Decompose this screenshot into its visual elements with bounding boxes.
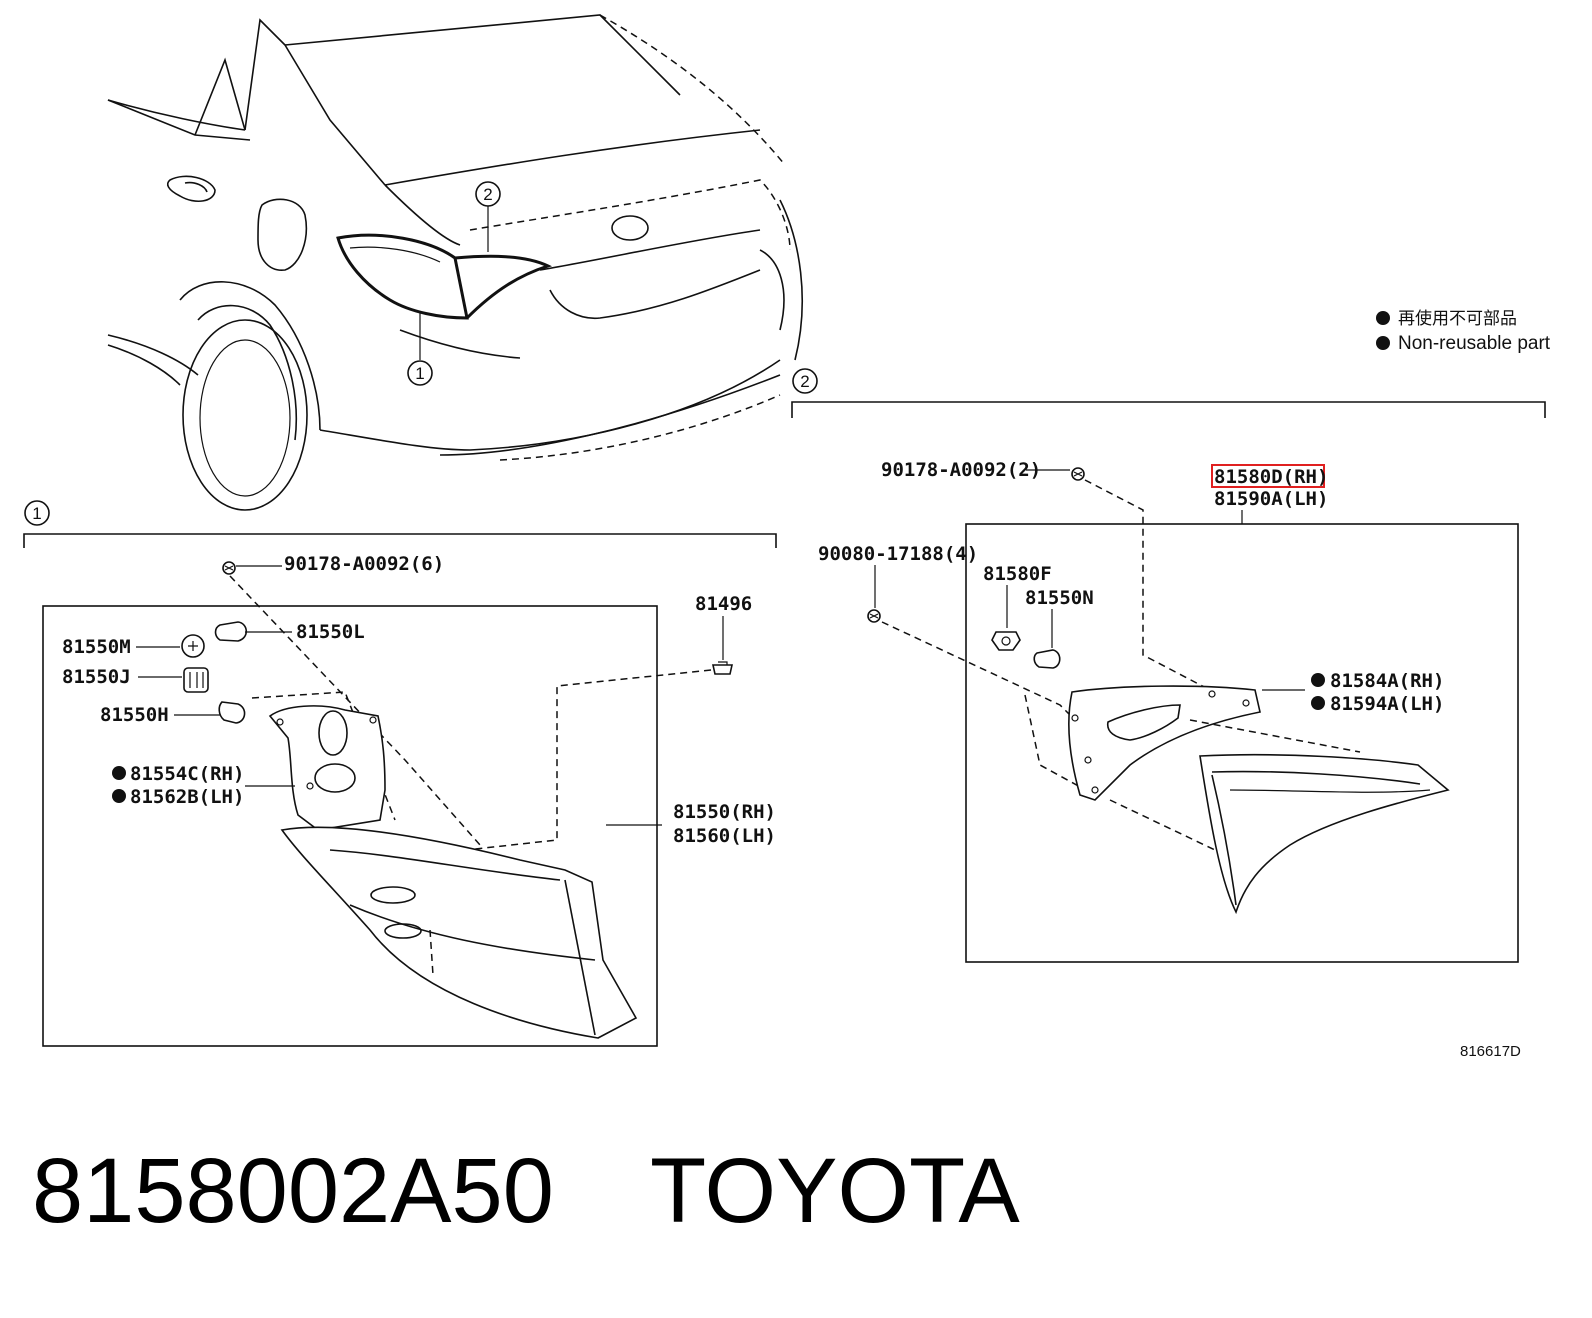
group-1-outer-lamp: 1 90178-A0092(6) 81550M 81550L 81550J (23, 500, 777, 1047)
socket-icon (991, 631, 1021, 651)
screw-icon (867, 609, 881, 623)
label-81496: 81496 (695, 593, 752, 615)
label-81562b: 81562B(LH) (130, 786, 244, 808)
label-81550m: 81550M (62, 636, 131, 658)
label-81550: 81550(RH) (673, 801, 776, 823)
label-81550h: 81550H (100, 704, 169, 726)
label-81580f: 81580F (983, 563, 1052, 585)
group-2-inner-lamp: 2 90178-A0092(2) 81580D(RH) 81590A(LH) 9… (791, 368, 1546, 963)
label-81550l: 81550L (296, 621, 365, 643)
label-81594a: 81594A(LH) (1330, 693, 1444, 715)
outer-tail-lamp-icon (280, 826, 638, 1039)
label-90080-17188-4: 90080-17188(4) (818, 543, 978, 565)
label-81590a: 81590A(LH) (1214, 488, 1328, 510)
bulb-icon (214, 621, 248, 642)
legend-en: Non-reusable part (1398, 333, 1551, 354)
gasket-plate-icon (268, 705, 386, 831)
bulb-icon (218, 701, 246, 724)
callout-2-group: 2 (800, 372, 809, 391)
label-81554c: 81554C(RH) (130, 763, 244, 785)
socket-icon (181, 634, 205, 658)
clip-icon (712, 661, 733, 675)
socket-icon (183, 667, 209, 693)
car-rear-illustration: 2 1 (107, 14, 803, 511)
label-90178-a0092-6: 90178-A0092(6) (284, 553, 444, 575)
footer-brand: TOYOTA (650, 1140, 1020, 1242)
legend-jp: 再使用不可部品 (1398, 308, 1517, 328)
screw-icon (1071, 467, 1085, 481)
label-81550n: 81550N (1025, 587, 1094, 609)
label-90178-a0092-2: 90178-A0092(2) (881, 459, 1041, 481)
gasket-plate-icon (1067, 685, 1261, 801)
bulb-icon (1033, 649, 1061, 669)
legend: 再使用不可部品 Non-reusable part (1376, 308, 1551, 354)
callout-1-car: 1 (415, 364, 424, 383)
figure-code: 816617D (1460, 1043, 1521, 1060)
highlight-box (1211, 464, 1325, 488)
screw-icon (222, 561, 236, 575)
inner-tail-lamp-icon (1199, 753, 1450, 915)
label-81580d: 81580D(RH) (1214, 466, 1328, 488)
label-81584a: 81584A(RH) (1330, 670, 1444, 692)
label-81550j: 81550J (62, 666, 131, 688)
label-81560: 81560(LH) (673, 825, 776, 847)
callout-2-car: 2 (483, 185, 492, 204)
footer-part-number: 8158002A50 (32, 1140, 554, 1242)
callout-1-group: 1 (32, 504, 41, 523)
